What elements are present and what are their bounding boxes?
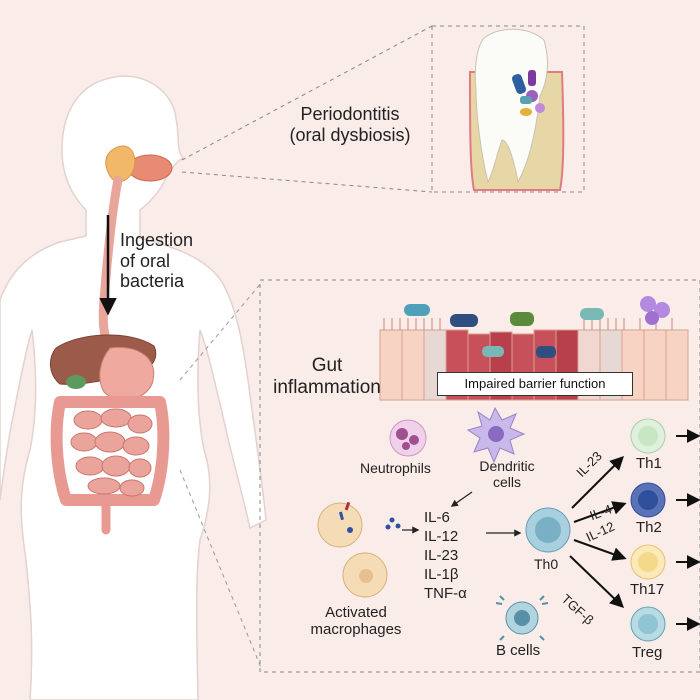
cytokine-il12: IL-12: [424, 528, 459, 545]
macrophage-cells: [317, 501, 401, 598]
periodontitis-line-1: Periodontitis: [300, 104, 400, 124]
periodontitis-label: Periodontitis (oral dysbiosis): [270, 104, 430, 145]
treg-label: Treg: [632, 644, 663, 661]
periodontitis-line-2: (oral dysbiosis): [289, 124, 411, 145]
th1-cell: [630, 418, 666, 454]
gut-inflammation-label: Gut inflammation: [262, 355, 392, 399]
neutrophils-label: Neutrophils: [360, 460, 431, 476]
dendritic-line-2: cells: [492, 474, 521, 491]
th17-cell: [630, 544, 666, 580]
ingestion-line-3: bacteria: [120, 271, 185, 292]
macrophages-line-2: macrophages: [310, 621, 402, 639]
salivary-gland: [105, 145, 136, 183]
human-body: [0, 75, 267, 700]
treg-cell: [630, 606, 666, 642]
gut-bacteria-icon: [404, 296, 670, 358]
th2-label: Th2: [636, 519, 662, 536]
activated-macrophages-label: Activated macrophages: [296, 604, 416, 639]
gallbladder: [66, 375, 86, 389]
cytokine-il23: IL-23: [424, 547, 459, 564]
th2-cell: [630, 482, 666, 518]
stomach: [99, 346, 155, 401]
large-intestine: [50, 396, 170, 506]
dendritic-cell: [466, 406, 526, 464]
arrow-th0-to-th17: [573, 539, 627, 561]
th1-label: Th1: [636, 455, 662, 472]
cytokine-il1b: IL-1β: [424, 566, 459, 583]
tooth-inset: [181, 25, 585, 193]
arrow-th0-to-th2: [573, 501, 627, 523]
ingestion-line-1: Ingestion: [120, 230, 194, 250]
dendritic-line-1: Dendritic: [479, 458, 535, 474]
b-cells-label: B cells: [496, 642, 541, 659]
macrophages-line-1: Activated: [325, 604, 387, 621]
b-cell: [495, 595, 549, 641]
tooth-icon: [474, 28, 548, 184]
cytokine-list: IL-6 IL-12 IL-23 IL-1β TNF-α: [424, 508, 467, 603]
ingestion-line-2: of oral: [120, 250, 171, 271]
microvilli: [383, 318, 673, 330]
cytokine-tnfa: TNF-α: [424, 585, 467, 602]
cytokine-il6: IL-6: [424, 509, 450, 526]
ingestion-label: Ingestion of oral bacteria: [120, 230, 193, 292]
th0-cell: [525, 507, 571, 553]
arrow-th0-to-treg: [569, 555, 625, 608]
impaired-barrier-label: Impaired barrier function: [437, 372, 633, 396]
plaque-bacteria-icon: [512, 70, 545, 116]
gut-inflammation-line-2: inflammation: [273, 376, 381, 398]
neutrophil-cell: [389, 419, 427, 457]
th0-label: Th0: [534, 556, 559, 572]
th17-label: Th17: [630, 581, 665, 598]
dendritic-cells-label: Dendritic cells: [462, 458, 552, 490]
arrow-th0-to-th1: [571, 456, 624, 509]
arrow-dendritic-to-cytokines: [450, 491, 473, 507]
small-intestine: [70, 408, 153, 497]
gut-inflammation-line-1: Gut: [311, 355, 343, 376]
